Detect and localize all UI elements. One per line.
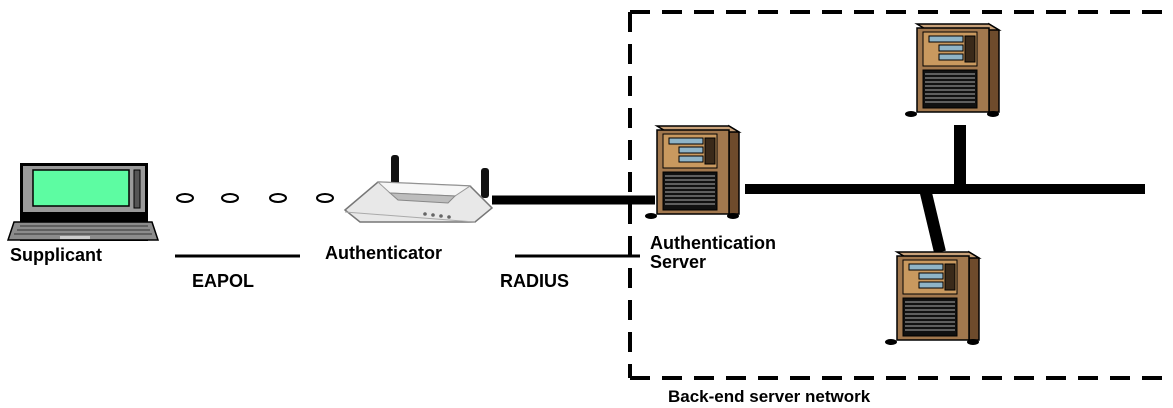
- auth-server-label-line2: Server: [650, 251, 707, 272]
- authenticator-label: Authenticator: [325, 243, 442, 263]
- eapol-label: EAPOL: [192, 271, 255, 291]
- backend-server-bottom-icon: [884, 251, 980, 346]
- auth-server-icon: [644, 125, 740, 220]
- backend-network-label: Back-end server network: [668, 387, 871, 406]
- backend-network-boundary: [628, 10, 1170, 380]
- eapol-wireless-signal: [176, 193, 334, 203]
- radius-label: RADIUS: [500, 271, 570, 291]
- bus-to-bottom-server-link: [919, 187, 946, 254]
- wireless-access-point-icon: [343, 155, 494, 223]
- backend-server-top-icon: [904, 23, 1000, 118]
- auth-server-label: Authentication Server: [650, 234, 776, 272]
- laptop-icon: [6, 163, 160, 241]
- supplicant-label: Supplicant: [10, 245, 103, 265]
- auth-server-label-line1: Authentication: [650, 233, 776, 253]
- network-links: [492, 125, 1145, 254]
